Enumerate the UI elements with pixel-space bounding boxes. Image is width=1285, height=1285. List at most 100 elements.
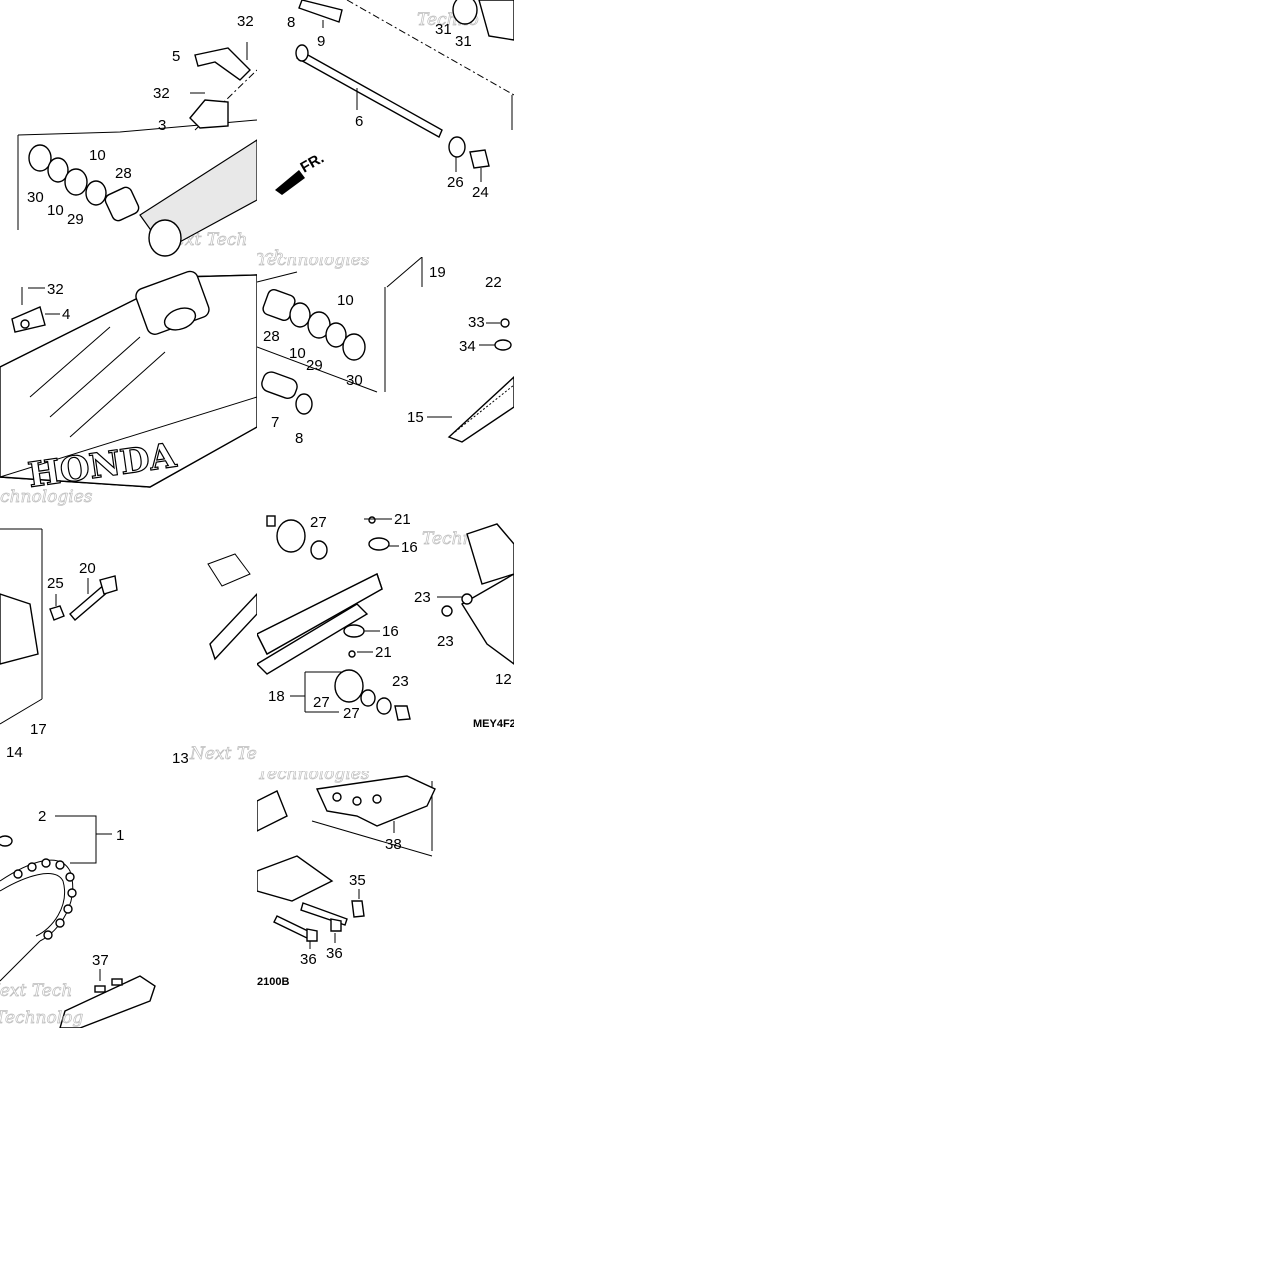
- chain-guide-drawing: Technologies 38 35 36 36 2100B: [257, 771, 436, 988]
- callout-28: 28: [115, 165, 132, 182]
- part-2-joint: [0, 835, 13, 847]
- callout-4: 4: [62, 306, 70, 323]
- part-10-washer: [289, 302, 311, 328]
- callout-10b: 10: [47, 202, 64, 219]
- callout-23: 23: [414, 589, 431, 606]
- callout-10b: 10: [289, 345, 306, 362]
- chain-link: [27, 862, 37, 872]
- part-33-screw: [500, 318, 510, 328]
- callout-16b: 16: [382, 623, 399, 640]
- part-23-nut-b: [461, 593, 473, 605]
- front-direction-label: FR.: [298, 150, 327, 177]
- part-28-bearing: [104, 186, 140, 222]
- callout-9: 9: [317, 33, 325, 50]
- callout-20: 20: [79, 560, 96, 577]
- tile-bearings-slider: Technologies 19 22 10 28 10 29 30 7 8: [257, 257, 514, 514]
- tile-pivot-shaft: Techno Next Tech FR. 9 6 26 24 31 31 8: [257, 0, 514, 257]
- chain-link: [55, 918, 65, 928]
- chain-rollers-drawing: Techno: [257, 514, 514, 730]
- frame-outline: [0, 528, 43, 725]
- part-27-roller: [276, 519, 306, 553]
- swingarm-pivot-boss: [148, 219, 182, 257]
- callout-23b: 23: [437, 633, 454, 650]
- watermark: Technologies: [0, 487, 93, 507]
- callout-22: 22: [485, 274, 502, 291]
- part-27-bushing-c: [376, 697, 392, 715]
- leader-bracket-18: [290, 671, 342, 713]
- part-25-nut: [49, 605, 65, 621]
- part-8-washer: [295, 393, 313, 415]
- part-36-bolt-head: [306, 928, 318, 942]
- front-direction-arrow-icon: [275, 170, 305, 195]
- tile-chain-rollers: Techno: [257, 514, 514, 771]
- part-10-washer-b: [325, 322, 347, 348]
- callout-36b: 36: [326, 945, 343, 962]
- callout-29: 29: [67, 211, 84, 228]
- callout-27b: 27: [313, 694, 330, 711]
- reference-code-b: 2100B: [257, 976, 289, 988]
- part-27-roller-bushing: [310, 540, 328, 560]
- tile-swingarm-body: HONDA Technologies 32 4: [0, 257, 257, 514]
- callout-30: 30: [346, 372, 363, 389]
- callout-27c: 27: [343, 705, 360, 722]
- part-bolt-upper: [266, 515, 276, 527]
- part-26-washer: [448, 136, 466, 158]
- callout-34: 34: [459, 338, 476, 355]
- part-4-hole: [20, 319, 30, 329]
- callout-12: 12: [495, 671, 512, 688]
- callout-25: 25: [47, 575, 64, 592]
- pivot-shaft-drawing: Techno Next Tech FR. 9 6 26 24 31 31 8: [257, 0, 514, 257]
- part-9-collar: [298, 0, 343, 23]
- tile-drive-chain: Next Tech Technolog 2 1 37: [0, 771, 257, 1028]
- callout-26: 26: [447, 174, 464, 191]
- part-21-screw-b: [348, 650, 356, 658]
- part-36-bolt-head-b: [330, 918, 342, 932]
- callout-36: 36: [300, 951, 317, 968]
- part-23-nut-c: [441, 605, 453, 617]
- frame-outline: [257, 257, 423, 393]
- chain-joint-box: [207, 553, 251, 587]
- axle-slot: [163, 307, 197, 331]
- callout-7: 7: [271, 414, 279, 431]
- drive-chain-drawing: Next Tech Technolog 2 1 37: [0, 808, 156, 1028]
- tile-adjuster-bolts: 25 20 17 14 13 Next Te: [0, 514, 257, 771]
- callout-32: 32: [47, 281, 64, 298]
- swingarm-lower-edge: [0, 396, 257, 478]
- callout-18: 18: [268, 688, 285, 705]
- part-21-screw: [368, 516, 376, 524]
- callout-15: 15: [407, 409, 424, 426]
- frame-outline: [17, 119, 257, 230]
- part-35-bolt-head: [351, 900, 365, 918]
- chain-link: [63, 904, 73, 914]
- leader-bracket-1: [55, 815, 112, 864]
- part-16-grommet-b: [343, 624, 365, 638]
- part-36-bolt: [273, 915, 313, 940]
- part-34-washer: [494, 339, 512, 351]
- callout-21b: 21: [375, 644, 392, 661]
- callout-2: 2: [38, 808, 46, 825]
- chain-link: [41, 858, 51, 868]
- callout-19: 19: [429, 264, 446, 281]
- watermark: Technologies: [257, 257, 370, 270]
- part-16-grommet: [368, 537, 390, 551]
- swingarm-body-drawing: HONDA Technologies 32 4: [0, 270, 257, 507]
- callout-31: 31: [435, 21, 452, 38]
- tile-swingarm-pivot: Next Tech 32 5 32 3 10 28: [0, 0, 257, 257]
- callout-5: 5: [172, 48, 180, 65]
- chain-guide-lower: [257, 855, 334, 902]
- watermark-b: Next Tech: [257, 247, 284, 257]
- slider-slot-b: [111, 978, 123, 986]
- swingarm-end: [0, 593, 39, 665]
- callout-23c: 23: [392, 673, 409, 690]
- guide-hole-c: [372, 794, 382, 804]
- callout-14: 14: [6, 744, 23, 761]
- part-5-bracket: [194, 47, 251, 81]
- part-29-bearing: [64, 168, 88, 196]
- chain-link: [13, 869, 23, 879]
- part-27-roller-b: [334, 669, 364, 703]
- chain-slider-arm-fill: [257, 573, 383, 655]
- part-23-nut: [394, 705, 411, 721]
- chain-link: [67, 888, 77, 898]
- center-line: [346, 0, 514, 96]
